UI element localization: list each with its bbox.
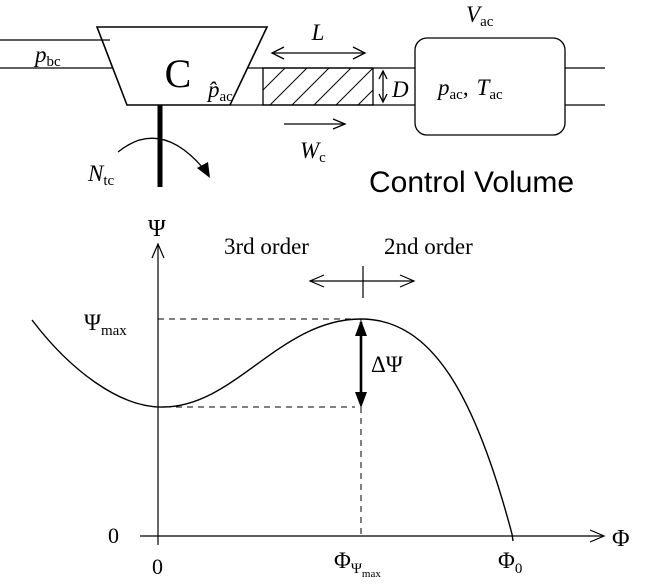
compressor-system: C pbc p̂ac Ntc L D Wc Vac pac,Tac Contro… [0,2,605,199]
duct-hatching [262,67,374,106]
diameter-arrowhead-bottom [378,93,388,104]
y-axis-label: Ψ [148,216,166,242]
delta-psi-arrowhead-top [355,320,367,336]
y-axis-arrowhead [151,242,165,259]
rotation-arrowhead [197,162,210,178]
duct-diameter-label: D [391,77,409,102]
psi-max-label: Ψmax [84,310,127,339]
plenum-vessel [414,37,566,136]
third-order-label: 3rd order [224,234,309,259]
plenum-state-label: pac,Tac [436,75,503,103]
origin-y-label: 0 [108,523,119,548]
duct-hatched-section [262,67,374,106]
length-arrowhead-right [352,46,367,60]
characteristic-curve [31,318,514,542]
mass-flow-label: Wc [300,138,326,166]
outlet-pressure-label: p̂ac [206,77,233,105]
x-axis-arrowhead [589,529,606,543]
second-order-label: 2nd order [384,234,473,259]
order-split-arrowhead-right [399,274,416,288]
order-split-arrowhead-left [308,274,325,288]
x-axis-label: Φ [612,526,630,552]
delta-psi-arrowhead-bottom [355,392,367,408]
compressor-characteristic: Ψ Φ 0 0 Ψmax ΔΨ ΦΨmax Φ0 3rd order 2nd o… [31,216,630,580]
duct-length-label: L [311,20,325,45]
diameter-arrowhead-top [378,69,388,80]
rotation-arrow [117,137,204,169]
length-arrowhead-left [270,46,285,60]
inlet-pressure-label: pbc [33,42,61,70]
compressor-letter: C [165,51,192,96]
mass-flow-arrowhead [332,118,347,130]
plenum-volume-label: Vac [466,2,494,30]
phi-psimax-label: ΦΨmax [334,548,381,580]
control-volume-caption: Control Volume [369,166,574,199]
delta-psi-label: ΔΨ [371,352,403,377]
origin-x-label: 0 [152,554,163,579]
shaft-speed-label: Ntc [87,161,115,189]
phi-zero-label: Φ0 [498,548,522,577]
